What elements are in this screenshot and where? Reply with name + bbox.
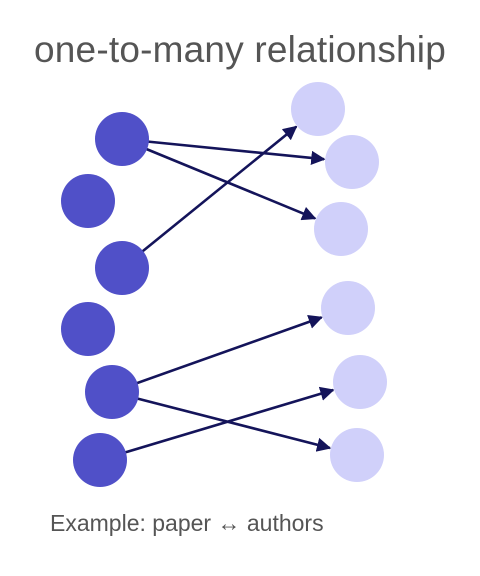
- edge-L5-R6: [135, 396, 332, 452]
- edge-L5-R4: [135, 314, 323, 385]
- edge-layer: [123, 125, 335, 455]
- diagram-title: one-to-many relationship: [33, 29, 447, 70]
- right-node-R2: [325, 135, 379, 189]
- left-node-L5: [85, 365, 139, 419]
- right-node-R1: [291, 82, 345, 136]
- right-node-R5: [333, 355, 387, 409]
- edge-L1-R2: [146, 140, 326, 166]
- edge-L6-R5: [123, 386, 335, 455]
- left-node-L2: [61, 174, 115, 228]
- edge-L3-R1: [140, 125, 298, 254]
- right-node-R4: [321, 281, 375, 335]
- node-layer: [61, 82, 387, 487]
- edge-L1-R3: [144, 147, 317, 221]
- left-node-L1: [95, 112, 149, 166]
- diagram-caption: Example: paper ↔ authors: [50, 510, 324, 536]
- left-node-L6: [73, 433, 127, 487]
- left-node-L3: [95, 241, 149, 295]
- right-node-R3: [314, 202, 368, 256]
- left-node-L4: [61, 302, 115, 356]
- right-node-R6: [330, 428, 384, 482]
